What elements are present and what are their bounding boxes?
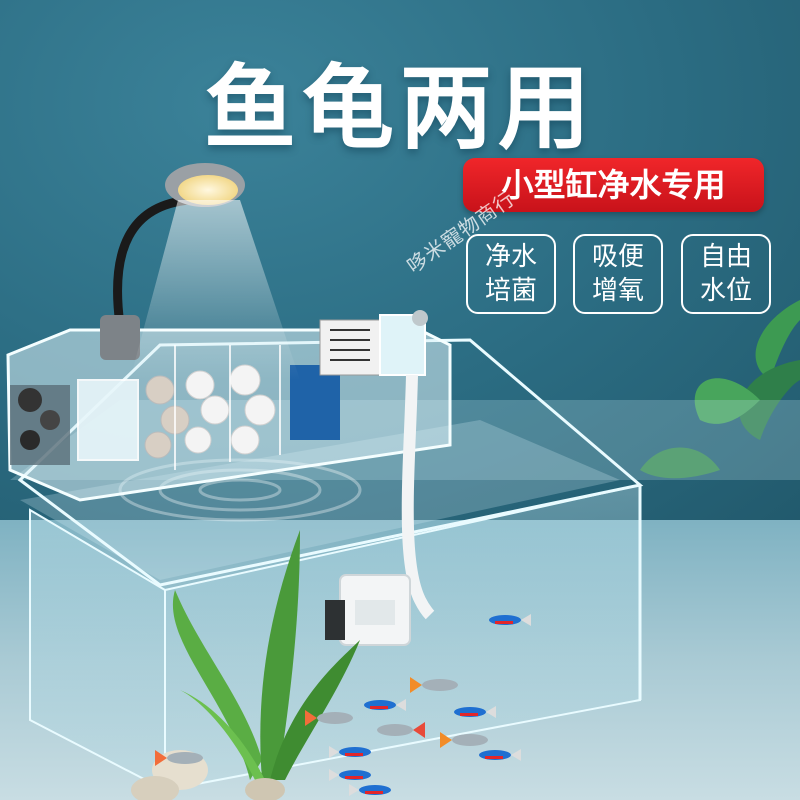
feature-line-2: 培菌 [484,276,537,306]
water-pump [325,574,411,646]
usage-badge: 小型缸净水专用 [463,158,764,212]
feature-line-1: 吸便 [591,242,644,272]
led-lamp [100,163,300,380]
feature-line-2: 增氧 [591,276,644,306]
filter-box [6,310,452,502]
fish-school [155,614,531,796]
headline: 鱼龟两用 [203,55,596,162]
feature-box-clean-water: 净水 培菌 [466,234,556,314]
aquatic-plant [172,530,360,780]
feature-box-water-level: 自由 水位 [681,234,771,314]
plant-leaves-right [640,300,800,479]
water-pipe [401,374,435,620]
feature-line-2: 水位 [699,276,752,306]
feature-line-1: 自由 [699,242,752,272]
feature-box-suction: 吸便 增氧 [573,234,663,314]
feature-line-1: 净水 [484,242,537,272]
